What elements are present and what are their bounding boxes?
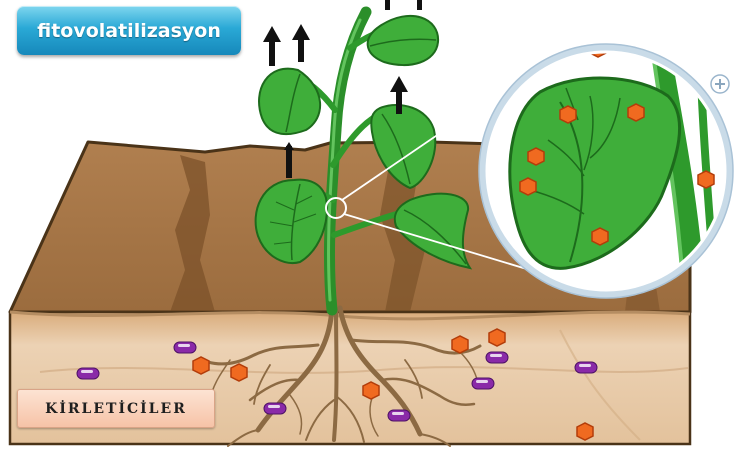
contaminants-label: KİRLETİCİLER <box>45 401 187 417</box>
leaf <box>368 16 438 65</box>
contaminant-capsule <box>264 403 286 414</box>
magnifier-lens <box>479 40 733 300</box>
title-text: fitovolatilizasyon <box>37 20 221 42</box>
up-arrow-icon <box>385 0 422 10</box>
contaminant-hexagon <box>520 178 536 195</box>
contaminant-hexagon <box>698 171 714 188</box>
contaminant-hexagon <box>193 357 209 374</box>
contaminant-hexagon <box>452 336 468 353</box>
contaminant-hexagon <box>231 364 247 381</box>
leaf <box>259 69 320 135</box>
contaminant-hexagon <box>628 104 644 121</box>
contaminant-hexagon <box>560 106 576 123</box>
contaminant-capsule <box>486 352 508 363</box>
contaminant-capsule <box>472 378 494 389</box>
contaminants-label-box: KİRLETİCİLER <box>17 389 215 428</box>
contaminant-hexagon <box>592 228 608 245</box>
contaminant-hexagon <box>528 148 544 165</box>
contaminant-capsule <box>174 342 196 353</box>
contaminant-capsule <box>77 368 99 379</box>
up-arrow-icon <box>263 26 281 66</box>
contaminant-capsule <box>575 362 597 373</box>
title-banner: fitovolatilizasyon <box>17 6 241 55</box>
plus-icon <box>711 75 729 93</box>
contaminant-hexagon <box>577 423 593 440</box>
contaminant-capsule <box>388 410 410 421</box>
up-arrow-icon <box>292 24 310 62</box>
contaminant-hexagon <box>363 382 379 399</box>
contaminant-hexagon <box>489 329 505 346</box>
